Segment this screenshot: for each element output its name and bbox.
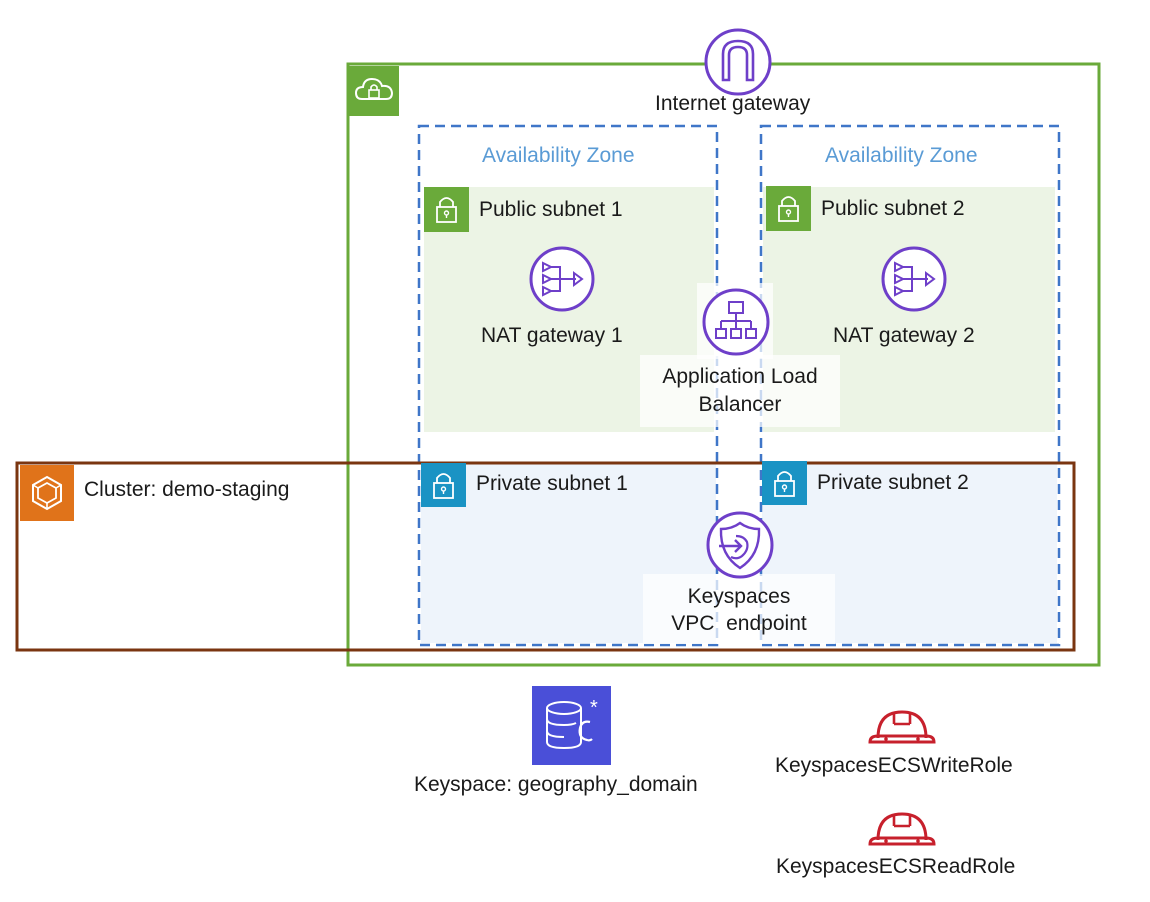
public-subnet-1-label: Public subnet 1 [479, 198, 623, 221]
vpc-endpoint-label-line2: VPC endpoint [671, 612, 807, 635]
cluster-label: Cluster: demo-staging [84, 478, 290, 501]
public-subnet-2-label: Public subnet 2 [821, 197, 965, 220]
read-role-label: KeyspacesECSReadRole [776, 855, 1016, 878]
vpc-endpoint-label-line1: Keyspaces [687, 585, 791, 608]
az-2-label: Availability Zone [825, 144, 978, 167]
internet-gateway-icon [703, 27, 773, 97]
svg-text:*: * [590, 697, 598, 719]
az-2-border [759, 124, 1061, 647]
keyspace-icon: * [532, 686, 611, 765]
write-role-hardhat-icon [866, 704, 938, 750]
load-balancer-label-line2: Balancer [698, 393, 782, 416]
write-role-label: KeyspacesECSWriteRole [775, 754, 1013, 777]
nat-gateway-2-icon [880, 245, 948, 313]
public-subnet-1-lock-icon [424, 187, 469, 232]
public-subnet-2-lock-icon [766, 186, 811, 231]
nat-gateway-1-label: NAT gateway 1 [481, 324, 623, 347]
vpc-cloud-icon [349, 66, 399, 116]
load-balancer-icon [701, 287, 771, 357]
internet-gateway-label: Internet gateway [655, 92, 811, 115]
private-subnet-1-label: Private subnet 1 [476, 472, 628, 495]
read-role-hardhat-icon [866, 806, 938, 852]
private-subnet-1-lock-icon [421, 463, 466, 507]
cluster-border [15, 461, 1076, 652]
private-subnet-2-lock-icon [762, 461, 807, 505]
endpoint-backdrop [643, 574, 835, 644]
az-1-label: Availability Zone [482, 144, 635, 167]
vpc-endpoint-icon [705, 510, 775, 580]
nat-gateway-2-label: NAT gateway 2 [833, 324, 975, 347]
private-subnet-2-label: Private subnet 2 [817, 471, 969, 494]
nat-gateway-1-icon [528, 245, 596, 313]
load-balancer-backdrop [640, 355, 840, 427]
load-balancer-label-line1: Application Load [662, 365, 818, 388]
keyspace-label: Keyspace: geography_domain [414, 773, 698, 796]
ecs-cluster-icon [20, 465, 74, 521]
az-1-border [417, 124, 719, 647]
